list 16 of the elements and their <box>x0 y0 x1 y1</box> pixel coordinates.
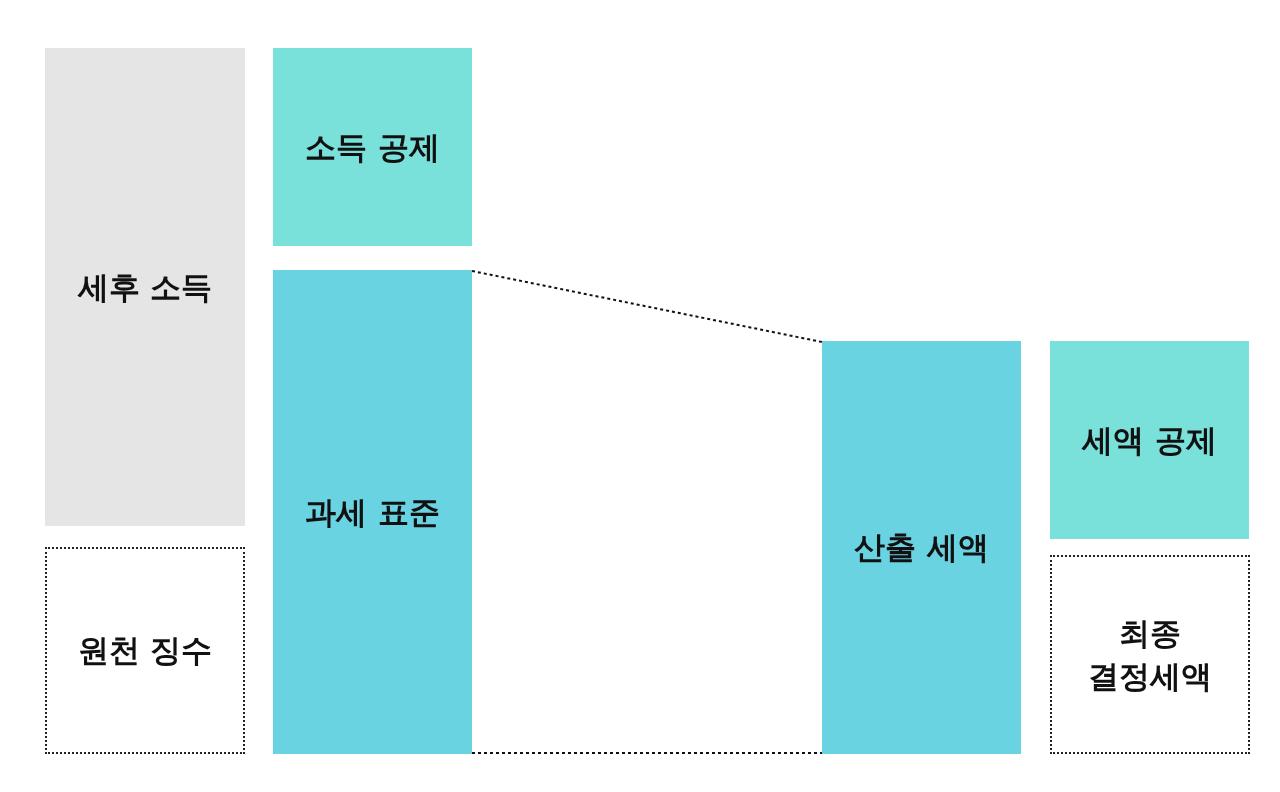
dashed-box <box>45 547 245 754</box>
process-box <box>45 48 245 526</box>
box-label: 과세 표준 <box>305 492 440 532</box>
box-label: 세액 공제 <box>1082 420 1217 460</box>
process-box <box>273 48 472 246</box>
box-label: 소득 공제 <box>305 127 440 167</box>
box-label: 세후 소득 <box>77 267 213 307</box>
process-box <box>1050 341 1249 539</box>
process-box <box>822 341 1021 754</box>
dashed-box <box>1050 555 1250 754</box>
connector-line <box>471 270 823 343</box>
process-box <box>273 270 472 754</box>
box-label: 산출 세액 <box>854 528 989 568</box>
box-label: 최종 결정세액 <box>1087 613 1213 696</box>
connector-line <box>471 752 823 754</box>
box-label: 원천 징수 <box>77 631 213 671</box>
